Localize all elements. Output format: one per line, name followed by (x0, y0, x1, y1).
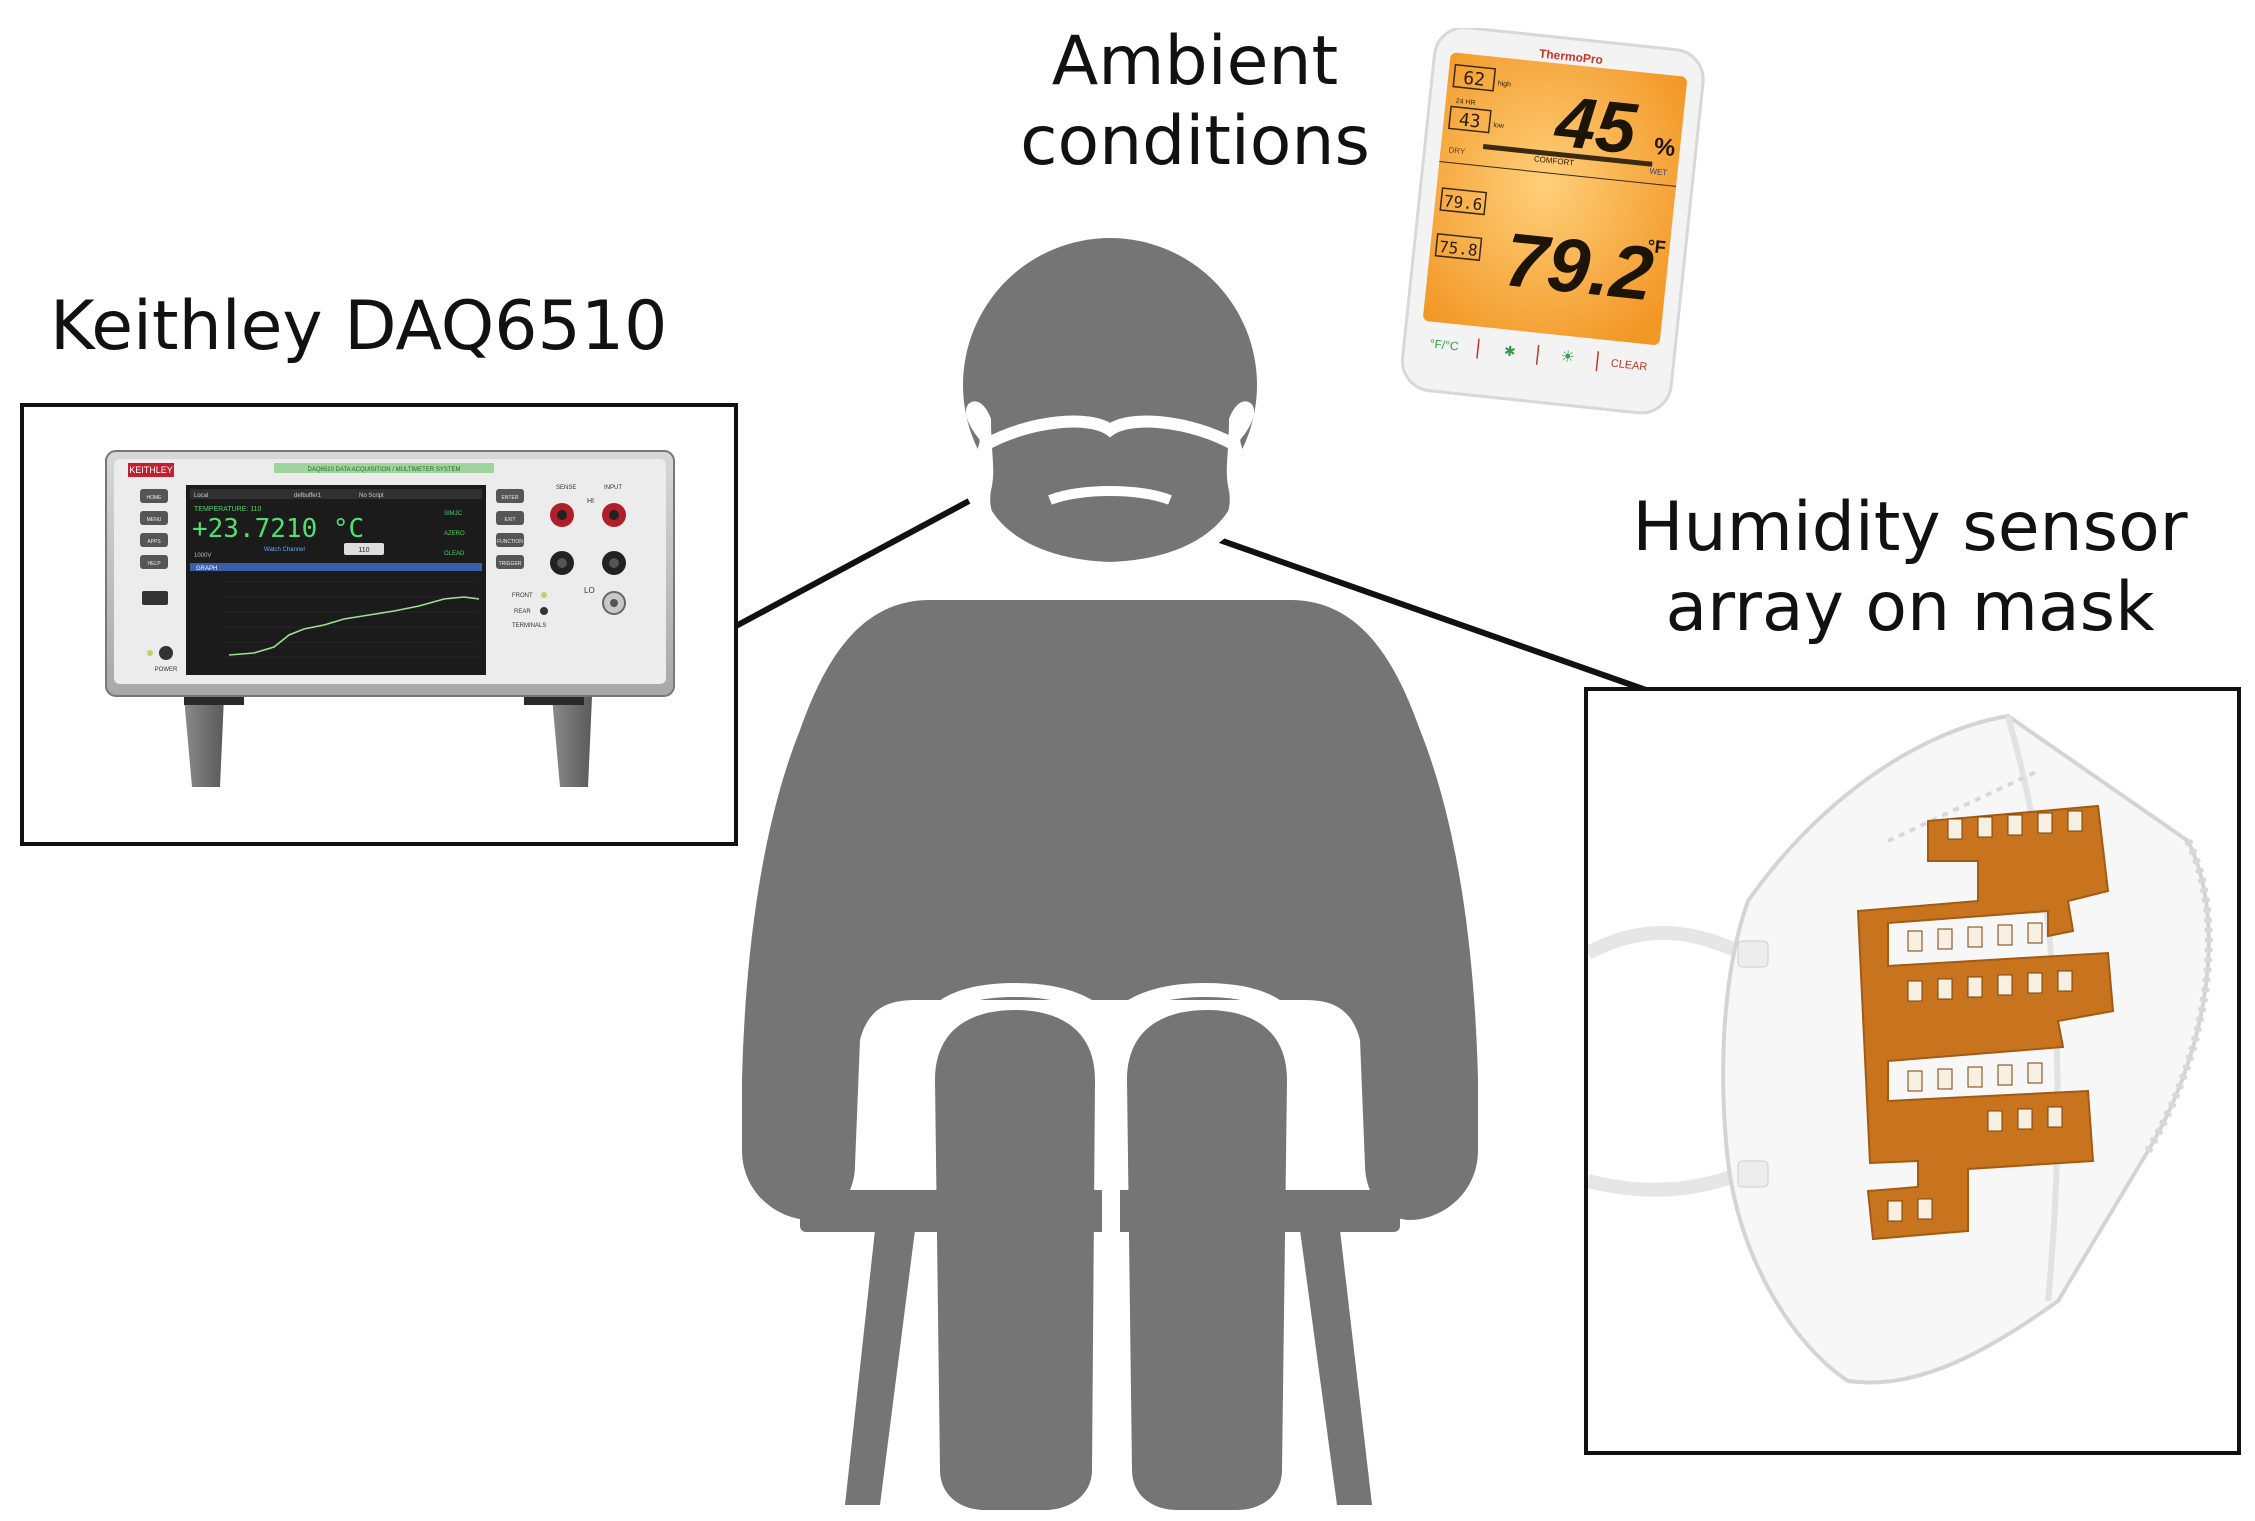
chair-leg-left (845, 1230, 915, 1505)
thermo-temp-low: 75.8 (1438, 237, 1478, 260)
daq-graph-label: GRAPH (196, 566, 217, 572)
chair-leg-right (1300, 1230, 1372, 1505)
thermo-temp: 79.2 (1501, 217, 1657, 317)
daq-btn-home: HOME (147, 495, 163, 501)
thermo-scale-wet: WET (1649, 167, 1668, 178)
daq-status-script: No Script (359, 493, 384, 499)
daq-hi-label: HI (587, 498, 594, 505)
daq6510-instrument: KEITHLEY DAQ6510 DATA ACQUISITION / MULT… (24, 407, 734, 842)
humidity-sensor-label-line2: array on mask (1600, 568, 2220, 648)
thermo-hum-high: 62 (1462, 68, 1486, 91)
daq-power-label: POWER (155, 667, 178, 673)
thermo-temp-unit: °F (1647, 236, 1667, 258)
daq-olead: OLEAD (444, 551, 465, 557)
face-mask (972, 407, 1248, 568)
daq-reading: +23.7210 °C (192, 514, 364, 544)
daq-mode: SIMJC (444, 511, 463, 517)
thermo-temp-high: 79.6 (1443, 191, 1483, 214)
daq-status-local: Local (194, 493, 208, 499)
daq6510-image-frame: KEITHLEY DAQ6510 DATA ACQUISITION / MULT… (20, 403, 738, 846)
person-leg-left (935, 1010, 1095, 1510)
thermo-hum-low: 43 (1458, 109, 1482, 132)
thermo-btn-light: ☀ (1560, 348, 1576, 366)
thermo-btn-bluetooth: ✱ (1503, 342, 1516, 359)
daq-rear-label: REAR (514, 609, 531, 615)
sensor-mask-image-frame (1584, 687, 2241, 1455)
daq-btn-function: FUNCTION (497, 539, 523, 545)
daq-btn-trigger: TRIGGER (499, 561, 522, 567)
daq-btn-menu: MENU (147, 517, 162, 523)
person-leg-right (1127, 1010, 1287, 1510)
daq-btn-apps: APPS (147, 539, 161, 545)
humidity-sensor-label-line1: Humidity sensor (1600, 488, 2220, 568)
thermopro-hygrometer: ThermoPro 62 high 24 HR 43 low 45 % DRY … (1395, 28, 1715, 428)
daq-btn-enter: ENTER (502, 495, 519, 501)
daq-btn-exit: EXIT (504, 517, 515, 523)
thermo-low-label: low (1493, 122, 1505, 130)
ambient-label: Ambient conditions (960, 22, 1430, 182)
ambient-label-line1: Ambient (960, 22, 1430, 102)
humidity-sensor-label: Humidity sensor array on mask (1600, 488, 2220, 648)
daq-terminals-label: TERMINALS (512, 623, 546, 629)
daq-front-label: FRONT (512, 593, 533, 599)
daq-watch-label: Watch Channel (264, 547, 305, 553)
daq-range: 1000V (194, 553, 211, 559)
daq-lo-label: LO (584, 586, 595, 595)
daq-meas-label: TEMPERATURE: 110 (194, 506, 262, 513)
daq-sense-label: SENSE (556, 485, 576, 491)
thermo-scale-dry: DRY (1448, 145, 1466, 156)
sensor-mask-photo (1588, 691, 2237, 1451)
daq-channel: 110 (358, 547, 369, 554)
chair-seat (800, 1190, 1400, 1232)
keithley-label: Keithley DAQ6510 (50, 287, 667, 367)
thermo-high-label: high (1497, 80, 1511, 88)
daq-buffer: defbuffer1 (294, 493, 322, 499)
daq-model-strip: DAQ6510 DATA ACQUISITION / MULTIMETER SY… (307, 467, 460, 473)
daq-input-label: INPUT (604, 485, 622, 491)
daq-btn-help: HELP (147, 561, 161, 567)
daq-brand: KEITHLEY (129, 465, 173, 475)
daq-azero: AZERO (444, 531, 465, 537)
thermo-humidity-unit: % (1653, 133, 1677, 162)
ambient-label-line2: conditions (960, 102, 1430, 182)
